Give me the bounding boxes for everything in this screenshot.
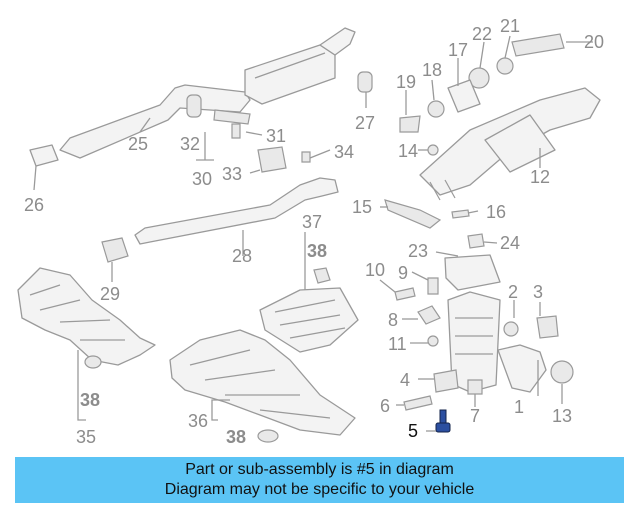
label-11: 11 xyxy=(388,334,407,354)
label-32: 32 xyxy=(180,134,200,154)
heat-shield-mid xyxy=(259,267,359,353)
info-banner: Part or sub-assembly is #5 in diagram Di… xyxy=(15,457,624,503)
label-37: 37 xyxy=(302,212,322,232)
heat-shield-front xyxy=(17,267,156,366)
label-2: 2 xyxy=(508,282,518,302)
label-15: 15 xyxy=(352,197,372,217)
label-20: 20 xyxy=(584,32,604,52)
leader-lines xyxy=(33,35,593,432)
label-26: 26 xyxy=(24,195,44,215)
label-3: 3 xyxy=(533,282,543,302)
label-28: 28 xyxy=(232,246,252,266)
label-38-bottom: 38 xyxy=(226,427,246,447)
rear-muffler-assembly xyxy=(29,27,373,173)
label-31: 31 xyxy=(266,126,286,146)
label-1: 1 xyxy=(514,397,524,417)
part-5-bolt-highlighted[interactable] xyxy=(435,409,451,433)
label-30: 30 xyxy=(192,169,212,189)
label-5-highlighted[interactable]: 5 xyxy=(408,421,418,441)
label-38-left: 38 xyxy=(80,390,100,410)
label-4: 4 xyxy=(400,370,410,390)
label-18: 18 xyxy=(422,60,442,80)
label-10: 10 xyxy=(365,260,385,280)
label-21: 21 xyxy=(500,16,520,36)
label-19: 19 xyxy=(396,72,416,92)
label-13: 13 xyxy=(552,406,572,426)
label-38-mid: 38 xyxy=(307,241,327,261)
label-25: 25 xyxy=(128,134,148,154)
label-36: 36 xyxy=(188,411,208,431)
label-33: 33 xyxy=(222,164,242,184)
label-29: 29 xyxy=(100,284,120,304)
downpipe-assembly xyxy=(394,254,574,411)
label-9: 9 xyxy=(398,263,408,283)
label-8: 8 xyxy=(388,310,398,330)
heat-shield-rear xyxy=(84,329,356,443)
label-12: 12 xyxy=(530,167,550,187)
label-22: 22 xyxy=(472,24,492,44)
label-14: 14 xyxy=(398,141,418,161)
banner-line-2: Diagram may not be specific to your vehi… xyxy=(164,481,475,498)
label-34: 34 xyxy=(334,142,354,162)
label-23: 23 xyxy=(408,241,428,261)
label-6: 6 xyxy=(380,396,390,416)
label-27: 27 xyxy=(355,113,375,133)
label-35: 35 xyxy=(76,427,96,447)
label-24: 24 xyxy=(500,233,520,253)
label-16: 16 xyxy=(486,202,506,222)
callout-labels: 1 2 3 4 5 6 7 8 9 10 11 12 13 14 15 16 1… xyxy=(24,16,604,447)
intermediate-pipe xyxy=(101,177,339,263)
front-pipe-catalyst xyxy=(384,33,601,249)
label-7: 7 xyxy=(470,406,480,426)
banner-line-1: Part or sub-assembly is #5 in diagram xyxy=(185,461,454,478)
label-17: 17 xyxy=(448,40,468,60)
